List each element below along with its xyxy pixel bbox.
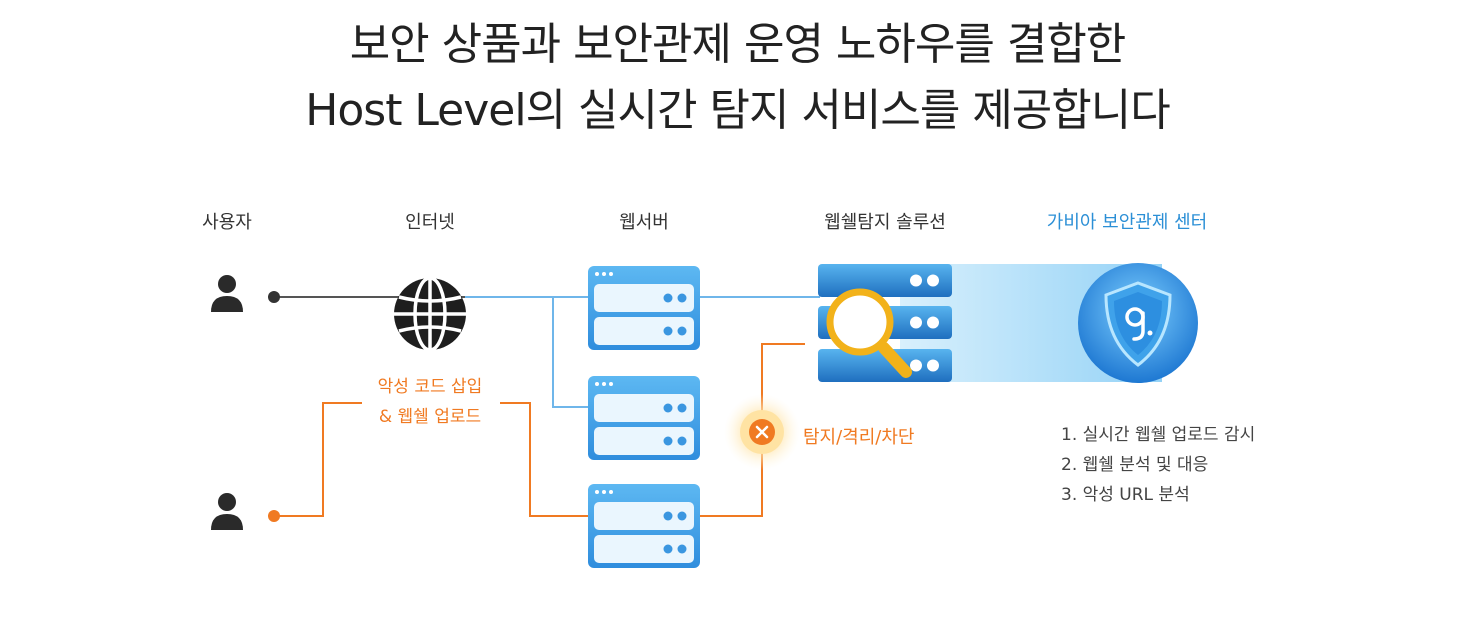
service-list: 1. 실시간 웹쉘 업로드 감시 2. 웹쉘 분석 및 대응 3. 악성 URL…	[1061, 420, 1255, 510]
service-list-item: 2. 웹쉘 분석 및 대응	[1061, 455, 1209, 475]
server-icon	[588, 266, 700, 350]
attacker-node-dot	[268, 510, 280, 522]
threat-label-line-2: & 웹쉘 업로드	[374, 402, 486, 427]
globe-icon	[394, 276, 466, 352]
service-list-item: 1. 실시간 웹쉘 업로드 감시	[1061, 425, 1256, 445]
column-label-solution: 웹쉘탐지 솔루션	[824, 212, 946, 233]
magnifier-icon	[826, 288, 912, 378]
service-list-item: 3. 악성 URL 분석	[1061, 485, 1190, 505]
column-label-internet: 인터넷	[405, 212, 455, 233]
server-icon	[588, 484, 700, 568]
attacker-path-right	[500, 402, 588, 517]
column-label-user: 사용자	[202, 212, 252, 233]
column-label-security-center: 가비아 보안관제 센터	[1046, 212, 1208, 233]
headline-line-1: 보안 상품과 보안관제 운영 노하우를 결합한	[349, 19, 1127, 70]
attacker-user-icon	[211, 493, 243, 530]
detect-isolate-block-label: 탐지/격리/차단	[803, 427, 915, 448]
column-label-webserver: 웹서버	[619, 212, 669, 233]
internet-to-server-2-line	[552, 297, 588, 408]
user-icon	[211, 275, 243, 312]
shield-g-icon	[1078, 263, 1198, 383]
headline-line-2: Host Level의 실시간 탐지 서비스를 제공합니다	[305, 85, 1170, 136]
block-x-icon	[724, 394, 800, 470]
threat-label-line-1: 악성 코드 삽입	[373, 372, 487, 397]
user-node-dot	[268, 291, 280, 303]
attacker-path-left	[274, 402, 362, 517]
server-icon	[588, 376, 700, 460]
